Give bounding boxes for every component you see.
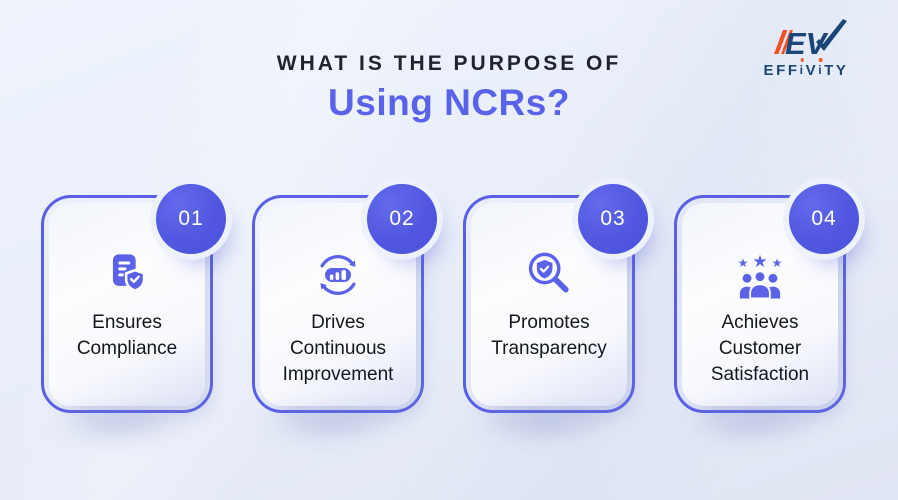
card-icon-box — [101, 247, 153, 303]
card-icon-box — [523, 247, 575, 303]
star-icon: ★ — [752, 251, 768, 271]
card-body: Drives Continuous Improvement — [260, 203, 416, 406]
card-label-line: Transparency — [491, 338, 607, 359]
page-title: WHAT IS THE PURPOSE OF Using NCRs? — [0, 52, 898, 123]
card-icon-box — [312, 247, 364, 303]
stars-icon: ★ ★ ★ — [737, 251, 783, 271]
card-promotes-transparency: Promotes Transparency 03 — [463, 184, 648, 413]
step-badge-02: 02 — [367, 184, 437, 254]
ev-checkmark-logo-icon: EV — [774, 19, 847, 60]
card-label-line: Continuous — [289, 338, 387, 359]
card-label: Ensures Compliance — [77, 310, 177, 362]
card-label-line: Improvement — [282, 364, 394, 385]
card-drives-continuous-improvement: Drives Continuous Improvement 02 — [252, 184, 437, 413]
step-badge-01: 01 — [156, 184, 226, 254]
star-icon: ★ — [737, 255, 749, 270]
step-number: 02 — [389, 207, 415, 230]
wordmark-part: V — [805, 62, 819, 79]
card-label-line: Compliance — [76, 338, 178, 359]
step-number: 01 — [178, 207, 204, 230]
customer-group-icon — [739, 269, 781, 299]
step-badge-04: 04 — [789, 184, 859, 254]
card-label-line: Achieves — [721, 312, 799, 333]
card-label: Drives Continuous Improvement — [283, 310, 394, 388]
step-number: 03 — [600, 207, 626, 230]
wordmark-part: EFF — [763, 62, 800, 79]
step-badge-03: 03 — [578, 184, 648, 254]
star-icon: ★ — [771, 255, 783, 270]
shield-magnifier-icon — [528, 252, 569, 293]
card-icon-box: ★ ★ ★ — [737, 247, 783, 303]
continuous-improvement-cycle-icon — [320, 255, 356, 295]
wordmark-part: TY — [824, 62, 849, 79]
card-ensures-compliance: Ensures Compliance 01 — [41, 184, 226, 413]
card-body: ★ ★ ★ Achieves Customer Satisfaction — [682, 203, 838, 406]
card-achieves-customer-satisfaction: ★ ★ ★ Achieves Customer Satisfaction — [674, 184, 859, 413]
document-shield-check-icon — [112, 254, 146, 292]
card-label: Achieves Customer Satisfaction — [711, 310, 809, 388]
card-label: Promotes Transparency — [491, 310, 606, 362]
wordmark-dotted-i: i — [799, 63, 806, 77]
card-label-line: Drives — [311, 312, 365, 333]
step-number: 04 — [811, 207, 837, 230]
title-line-1: WHAT IS THE PURPOSE OF — [276, 52, 622, 75]
card-label-line: Satisfaction — [710, 364, 810, 385]
card-label-line: Customer — [718, 338, 802, 359]
card-label-line: Ensures — [92, 312, 162, 333]
title-line-2: Using NCRs? — [328, 82, 570, 123]
card-label-line: Promotes — [508, 312, 590, 333]
wordmark-dotted-i: i — [818, 63, 825, 77]
